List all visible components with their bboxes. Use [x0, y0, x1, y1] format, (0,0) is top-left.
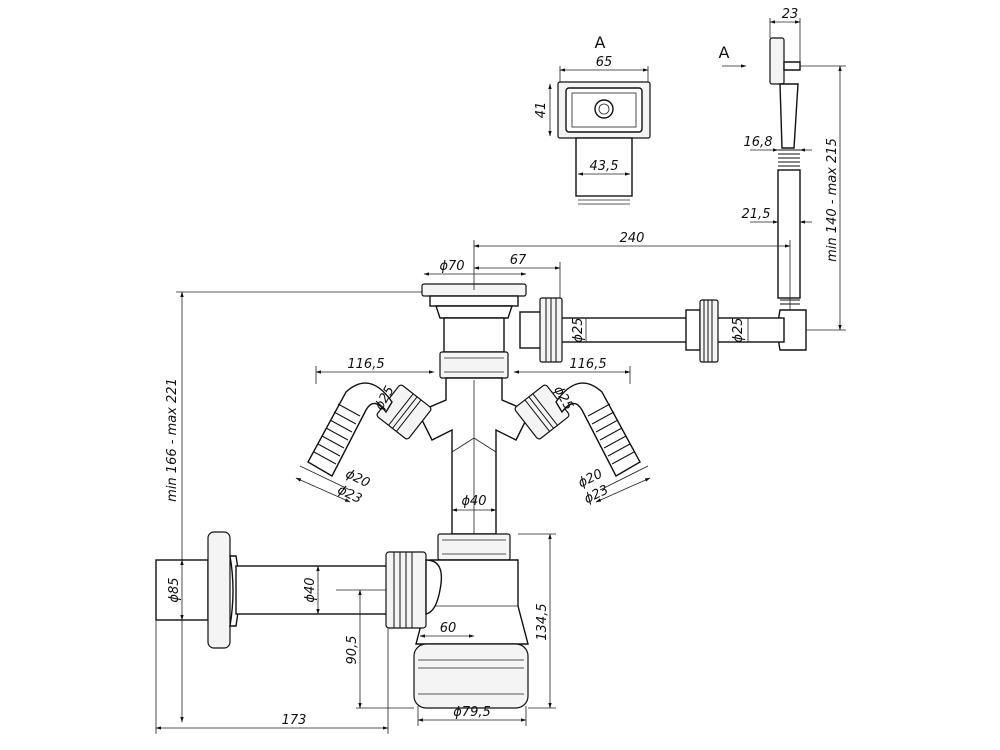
dim-d25-pipe-b: ϕ25	[731, 317, 746, 342]
dim-60: 60	[440, 621, 457, 636]
outlet-pipe	[155, 531, 443, 734]
dim-67: 67	[510, 253, 527, 268]
dim-16-8: 16,8	[744, 135, 773, 150]
dim-d85: ϕ85	[167, 577, 182, 602]
y-tee-body	[376, 377, 570, 540]
right-inlet-hose	[513, 366, 651, 503]
dim-min166-max221: min 166 - max 221	[165, 378, 180, 502]
dim-d79-5: ϕ79,5	[453, 705, 491, 720]
dim-41: 41	[534, 102, 549, 119]
dim-134-5: 134,5	[535, 603, 550, 640]
dim-d40-vertical: ϕ40	[461, 494, 486, 509]
dim-240: 240	[620, 231, 645, 246]
dim-90-5: 90,5	[345, 636, 360, 665]
dim-116-5-right: 116,5	[569, 357, 606, 372]
dim-d70: ϕ70	[439, 259, 464, 274]
dim-d40-outlet: ϕ40	[303, 577, 318, 602]
section-a-view	[548, 66, 651, 205]
dim-43-5: 43,5	[590, 159, 619, 174]
left-inlet-hose	[295, 366, 435, 503]
strainer-assembly	[176, 240, 561, 723]
dim-116-5-left: 116,5	[347, 357, 384, 372]
dim-173: 173	[282, 713, 307, 728]
section-a-label: A	[595, 33, 606, 52]
dim-23-top: 23	[782, 7, 799, 22]
dim-min140-max215: min 140 - max 215	[825, 138, 840, 262]
bottle-trap	[413, 533, 556, 726]
dim-d25-pipe-a: ϕ25	[571, 317, 586, 342]
dim-21-5: 21,5	[742, 207, 771, 222]
overflow-pipe	[473, 240, 791, 363]
arrow-a-label: A	[719, 43, 730, 62]
dim-65: 65	[596, 55, 613, 70]
